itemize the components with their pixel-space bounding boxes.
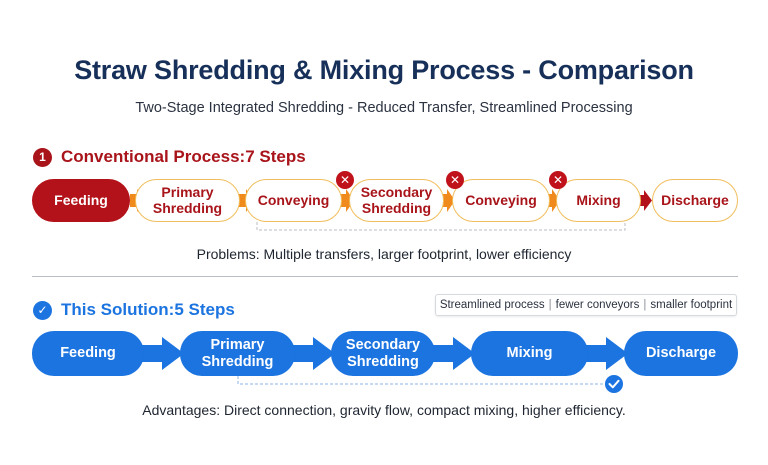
conventional-step-feeding: Feeding bbox=[32, 179, 130, 222]
solution-arrow-1 bbox=[140, 337, 184, 370]
conventional-arrow-6 bbox=[637, 190, 652, 211]
benefit-tags: Streamlined process | fewer conveyors | … bbox=[435, 294, 737, 316]
conventional-heading-label: Conventional Process:7 Steps bbox=[61, 147, 306, 166]
solution-arrow-3 bbox=[431, 337, 475, 370]
solution-step-discharge: Discharge bbox=[624, 331, 738, 376]
solution-heading-label: This Solution:5 Steps bbox=[61, 300, 235, 319]
solution-step-feeding: Feeding bbox=[32, 331, 144, 376]
x-circle-icon: ✕ bbox=[336, 171, 354, 189]
conventional-heading: 1 Conventional Process:7 Steps bbox=[33, 147, 306, 167]
tag-fewer-conveyors: fewer conveyors bbox=[555, 299, 640, 311]
problems-note: Problems: Multiple transfers, larger foo… bbox=[196, 246, 572, 262]
section-divider bbox=[32, 276, 738, 277]
page-subtitle: Two-Stage Integrated Shredding - Reduced… bbox=[135, 100, 633, 116]
conventional-dashed-bracket bbox=[256, 222, 626, 231]
solution-arrow-4 bbox=[584, 337, 628, 370]
solution-step-secondary-shredding: Secondary Shredding bbox=[331, 331, 435, 376]
number-one-icon: 1 bbox=[33, 147, 52, 167]
solution-dashed-connection bbox=[237, 376, 606, 385]
solution-step-primary-shredding: Primary Shredding bbox=[180, 331, 295, 376]
x-circle-icon: ✕ bbox=[446, 171, 464, 189]
connected-check-icon bbox=[605, 375, 623, 393]
tag-streamlined: Streamlined process bbox=[439, 299, 545, 311]
conventional-step-discharge: Discharge bbox=[652, 179, 738, 222]
conventional-step-mixing: Mixing bbox=[556, 179, 641, 222]
conventional-arrow-4 bbox=[440, 189, 455, 212]
tag-smaller-footprint: smaller footprint bbox=[650, 299, 733, 311]
conventional-arrow-3 bbox=[339, 189, 354, 212]
solution-heading: ✓ This Solution:5 Steps bbox=[33, 300, 235, 320]
conventional-step-secondary-shredding: Secondary Shredding bbox=[349, 179, 444, 222]
conventional-step-conveying-1: Conveying bbox=[245, 179, 342, 222]
conventional-step-primary-shredding: Primary Shredding bbox=[135, 179, 240, 222]
solution-arrow-2 bbox=[291, 337, 335, 370]
checkmark-circle-icon: ✓ bbox=[33, 300, 52, 320]
advantages-note: Advantages: Direct connection, gravity f… bbox=[142, 402, 626, 418]
conventional-step-conveying-2: Conveying bbox=[452, 179, 550, 222]
solution-step-mixing: Mixing bbox=[471, 331, 588, 376]
page-title: Straw Shredding & Mixing Process - Compa… bbox=[74, 55, 694, 85]
x-circle-icon: ✕ bbox=[549, 171, 567, 189]
